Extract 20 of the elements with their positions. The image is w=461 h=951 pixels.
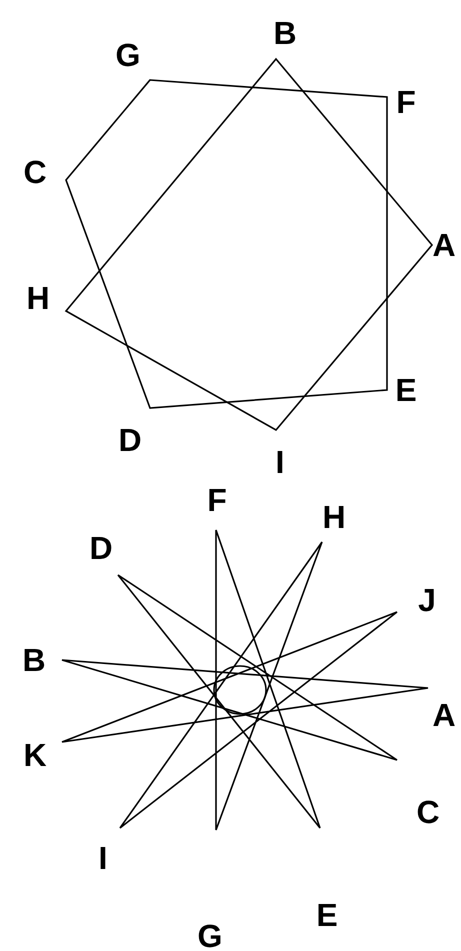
vertex-label: E (395, 374, 417, 406)
vertex-label: H (322, 501, 346, 533)
vertex-label: I (98, 842, 108, 874)
vertex-label: A (432, 699, 456, 731)
vertex-label: H (26, 282, 50, 314)
vertex-label: F (396, 86, 416, 118)
vertex-label: B (22, 644, 46, 676)
vertex-label: C (23, 156, 47, 188)
vertex-label: F (207, 484, 227, 516)
vertex-label: A (432, 229, 456, 261)
vertex-label: K (23, 739, 47, 771)
vertex-label: D (89, 532, 113, 564)
vertex-label: C (416, 796, 440, 828)
vertex-label: J (418, 584, 436, 616)
vertex-label: B (273, 17, 297, 49)
vertex-label: G (198, 920, 222, 951)
vertex-label: E (316, 899, 338, 931)
vertex-label: D (118, 424, 142, 456)
vertex-label: G (116, 39, 140, 71)
vertex-label: I (276, 446, 284, 478)
